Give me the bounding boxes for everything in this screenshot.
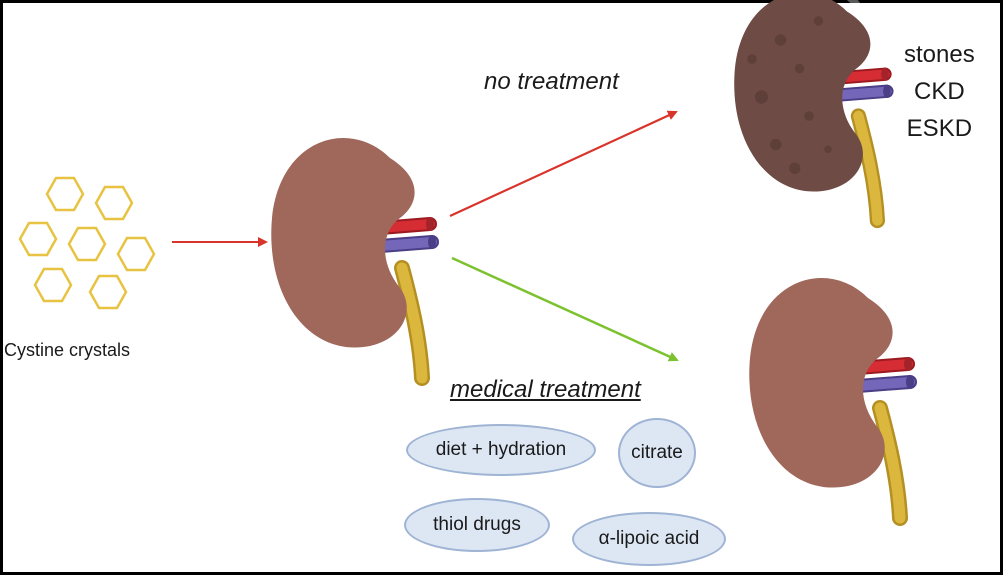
hexagon-crystal-icon	[116, 236, 156, 272]
treatment-pill: citrate	[618, 418, 696, 488]
arrow-icon	[451, 256, 679, 362]
kidney-icon	[271, 130, 436, 378]
kidney-icon	[749, 270, 914, 518]
crystals-label: Cystine crystals	[4, 340, 131, 360]
outcome-item: stones	[904, 41, 975, 68]
hexagon-crystal-icon	[88, 274, 128, 310]
hexagon-crystal-icon	[45, 176, 85, 212]
no-treatment-label: no treatment	[484, 68, 619, 95]
outcome-item: CKD	[914, 78, 965, 105]
cystine-crystals-group	[18, 176, 156, 310]
treatment-pill: diet + hydration	[406, 424, 596, 476]
hexagon-crystal-icon	[33, 267, 73, 303]
outcome-item: ESKD	[906, 115, 973, 142]
treatment-pill: thiol drugs	[404, 498, 550, 552]
medical-treatment-label: medical treatment	[450, 376, 641, 403]
hexagon-crystal-icon	[94, 185, 134, 221]
diseased-kidney-icon	[734, 0, 890, 220]
treatment-pill: α-lipoic acid	[572, 512, 726, 566]
hexagon-crystal-icon	[18, 221, 58, 257]
outcomes-list: stones CKD ESKD	[904, 36, 975, 147]
hexagon-crystal-icon	[67, 226, 107, 262]
arrow-icon	[449, 110, 678, 217]
